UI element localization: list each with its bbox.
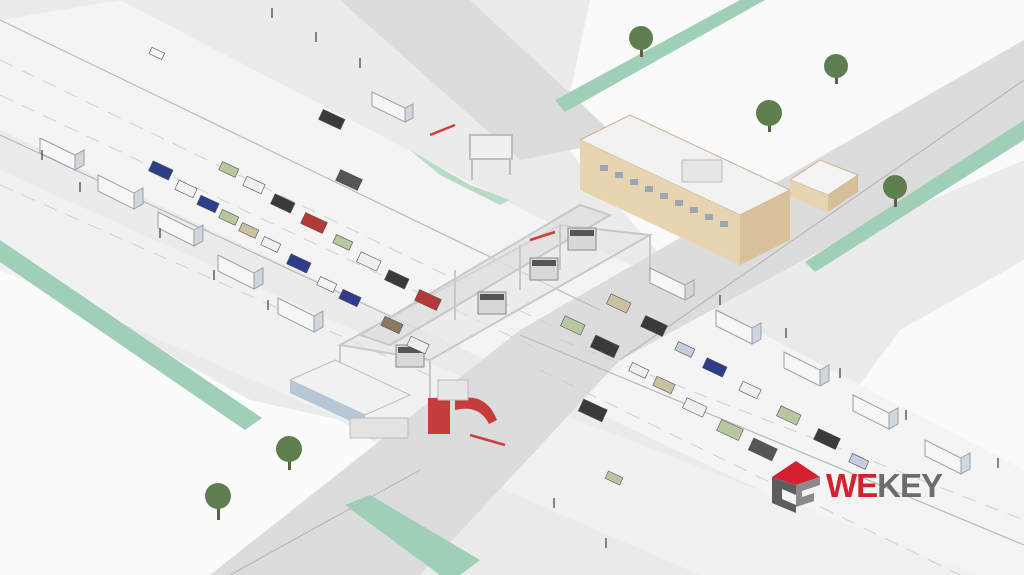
tree-icon	[205, 483, 231, 520]
car	[335, 169, 363, 191]
red-gate-structure	[428, 379, 497, 434]
car	[196, 194, 220, 214]
tree-icon	[756, 100, 782, 132]
car	[716, 419, 744, 441]
car	[406, 335, 430, 355]
gate-barrier	[469, 433, 506, 447]
car	[738, 380, 762, 400]
car	[332, 234, 354, 251]
car	[702, 357, 728, 378]
car	[300, 212, 328, 234]
car	[218, 209, 240, 226]
gate-barrier	[429, 123, 456, 137]
truck	[649, 267, 695, 301]
car	[148, 160, 174, 181]
green-strip-left	[0, 240, 262, 430]
cross-road-upper	[340, 0, 620, 160]
green-strip-bottom	[345, 495, 480, 575]
car	[848, 453, 870, 470]
car	[652, 375, 676, 395]
car	[384, 269, 410, 290]
car	[604, 470, 624, 486]
green-island-1	[410, 150, 510, 205]
green-strip-right	[805, 120, 1024, 272]
car	[674, 341, 696, 358]
car	[148, 46, 166, 60]
gate-barrier	[529, 230, 556, 242]
car	[380, 315, 404, 335]
car	[414, 289, 442, 311]
tree-icon	[824, 54, 848, 84]
admin-building	[578, 114, 792, 265]
car	[316, 276, 338, 293]
toll-booth	[395, 344, 425, 368]
tree-icon	[629, 26, 653, 57]
car	[776, 405, 802, 426]
gate-barriers	[429, 123, 556, 447]
toll-booth	[529, 257, 559, 281]
tree-icon	[883, 175, 907, 207]
truck	[852, 394, 899, 430]
car	[286, 253, 312, 274]
toll-booth	[477, 291, 507, 315]
car	[356, 251, 382, 272]
wekey-logo: WEKEY	[768, 455, 968, 515]
truck	[39, 137, 85, 171]
brand-name-part2: KEY	[877, 467, 943, 504]
car	[338, 288, 362, 308]
truck	[783, 351, 830, 387]
trucks	[39, 91, 971, 475]
service-building	[288, 359, 412, 439]
car	[560, 315, 586, 336]
car	[628, 362, 650, 379]
brand-name: WEKEY	[826, 467, 943, 504]
brand-name-part1: WE	[826, 467, 878, 504]
car	[270, 193, 296, 214]
wekey-logo-icon	[772, 461, 820, 513]
truck	[924, 439, 971, 475]
car	[242, 175, 266, 195]
car	[238, 222, 260, 239]
toll-booths	[395, 227, 597, 368]
car	[813, 428, 841, 450]
car	[218, 161, 240, 178]
gate-frame-top	[469, 134, 513, 180]
tree-icon	[276, 436, 302, 470]
car	[260, 236, 282, 253]
truck	[715, 309, 762, 345]
cars	[148, 46, 870, 486]
lamp-posts	[41, 8, 999, 548]
truck	[217, 254, 264, 290]
truck	[157, 211, 204, 247]
trees	[205, 26, 907, 520]
small-building	[788, 159, 860, 212]
car	[640, 315, 668, 337]
car	[606, 293, 632, 314]
truck	[371, 91, 414, 123]
car	[589, 334, 620, 359]
truck	[97, 174, 144, 210]
green-strip-top	[555, 0, 765, 112]
toll-booth	[567, 227, 597, 251]
car	[318, 108, 346, 130]
car	[682, 397, 708, 418]
car	[174, 179, 198, 199]
car	[747, 437, 778, 462]
car	[577, 398, 608, 423]
truck	[277, 297, 324, 333]
